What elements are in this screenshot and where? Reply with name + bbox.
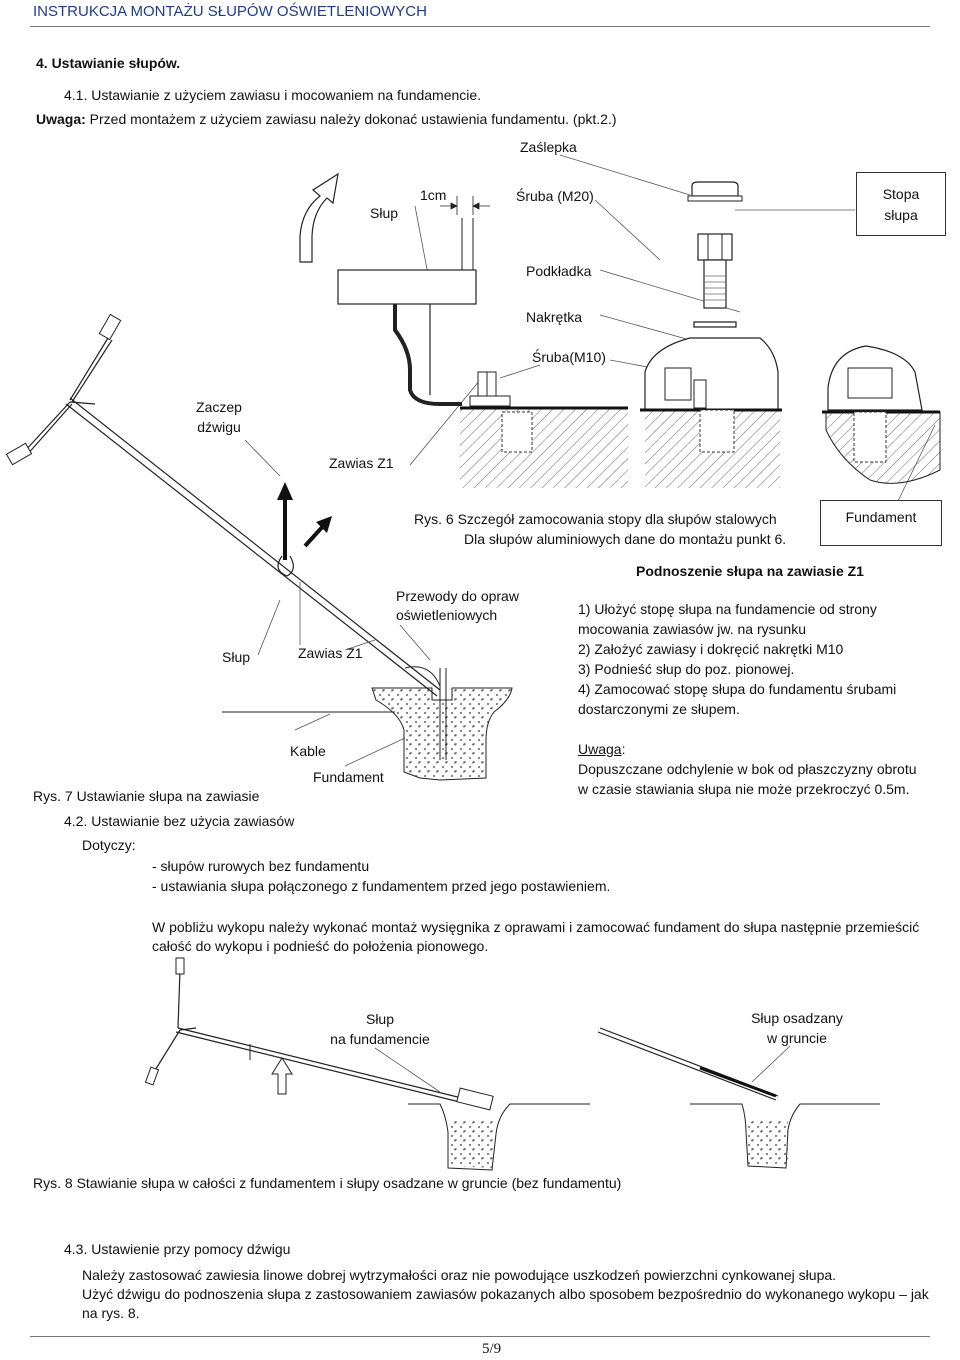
lifting-note-line: w czasie stawiania słupa nie może przekr… xyxy=(578,781,910,797)
label-slup-fig7: Słup xyxy=(222,649,251,665)
note-label: Uwaga: xyxy=(36,111,86,127)
figure-6-caption: Rys. 6 Szczegół zamocowania stopy dla sł… xyxy=(414,511,777,527)
label-sruba-m10: Śruba(M10) xyxy=(532,349,606,365)
label-zawias-fig6: Zawias Z1 xyxy=(329,455,394,471)
lifting-step: 2) Założyć zawiasy i dokręcić nakrętki M… xyxy=(578,641,844,657)
section-4-2-dotyczy: Dotyczy: xyxy=(82,837,136,853)
section-4-1-title: 4.1. Ustawianie z użyciem zawiasu i moco… xyxy=(64,87,482,103)
figure-7-caption: Rys. 7 Ustawianie słupa na zawiasie xyxy=(33,788,260,804)
section-4-3-line: na rys. 8. xyxy=(82,1305,140,1321)
section-4-1-note: Uwaga: Przed montażem z użyciem zawiasu … xyxy=(36,110,617,128)
label-oswietleniowych: oświetleniowych xyxy=(396,607,498,623)
section-4-3-title: 4.3. Ustawienie przy pomocy dźwigu xyxy=(64,1241,291,1257)
label-nakretka: Nakrętka xyxy=(526,309,583,325)
label-fundament-fig7: Fundament xyxy=(313,769,384,785)
section-4-2-title: 4.2. Ustawianie bez użycia zawiasów xyxy=(64,813,295,829)
label-zawias-fig7: Zawias Z1 xyxy=(298,645,363,661)
lifting-step: mocowania zawiasów jw. na rysunku xyxy=(578,621,806,637)
lifting-step: 3) Podnieść słup do poz. pionowej. xyxy=(578,661,795,677)
section-4-2-paragraph: W pobliżu wykopu należy wykonać montaż w… xyxy=(152,919,920,935)
figure-6-caption-2: Dla słupów aluminiowych dane do montażu … xyxy=(464,531,787,547)
lifting-title: Podnoszenie słupa na zawiasie Z1 xyxy=(636,563,864,579)
document-header-title: INSTRUKCJA MONTAŻU SŁUPÓW OŚWIETLENIOWYC… xyxy=(33,3,427,20)
label-slup-osadzany: Słup osadzany xyxy=(751,1010,843,1026)
section-4-3-line: Należy zastosować zawiesia linowe dobrej… xyxy=(82,1267,837,1283)
label-zaslepka: Zaślepka xyxy=(520,139,577,155)
note-label-underlined: Uwaga xyxy=(578,741,622,757)
note-text: Przed montażem z użyciem zawiasu należy … xyxy=(85,111,617,127)
label-podkladka: Podkładka xyxy=(526,263,592,279)
header-rule xyxy=(30,26,930,27)
label-slup-fig6: Słup xyxy=(370,205,399,221)
section-4-2-paragraph-2: całość do wykopu i podnieść do położenia… xyxy=(152,938,489,954)
section-4-2-item: - ustawiania słupa połączonego z fundame… xyxy=(152,878,611,894)
lifting-step: 1) Ułożyć stopę słupa na fundamencie od … xyxy=(578,601,877,617)
label-box-stopa-slupa: Stopa słupa xyxy=(856,172,946,236)
label-kable: Kable xyxy=(290,743,326,759)
figure-8-caption: Rys. 8 Stawianie słupa w całości z funda… xyxy=(33,1175,622,1191)
section-4-title: 4. Ustawianie słupów. xyxy=(36,55,181,71)
label-w-gruncie: w gruncie xyxy=(767,1030,827,1046)
label-przewody: Przewody do opraw xyxy=(396,588,519,604)
note-colon: : xyxy=(621,741,626,757)
section-4-2-item: - słupów rurowych bez fundamentu xyxy=(152,858,370,874)
label-na-fundamencie: na fundamencie xyxy=(330,1031,430,1047)
lifting-step: dostarczonymi ze słupem. xyxy=(578,701,740,717)
label-stopa: Stopa xyxy=(882,186,920,202)
footer-rule xyxy=(30,1336,930,1337)
page-number: 5/9 xyxy=(482,1341,502,1357)
lifting-step: 4) Zamocować stopę słupa do fundamentu ś… xyxy=(578,681,897,697)
label-box-fundament: Fundament xyxy=(820,500,942,546)
section-4-3-line: Użyć dźwigu do podnoszenia słupa z zasto… xyxy=(82,1286,929,1302)
label-zaczep: Zaczep xyxy=(196,399,242,415)
label-fundament-fig6: Fundament xyxy=(845,509,917,525)
label-sruba-m20: Śruba (M20) xyxy=(516,188,594,204)
label-slupa: słupa xyxy=(884,207,918,223)
label-slup-fig8: Słup xyxy=(365,1011,395,1027)
label-1cm: 1cm xyxy=(420,187,447,203)
lifting-note-label: Uwaga: xyxy=(578,740,625,758)
lifting-note-line: Dopuszczane odchylenie w bok od płaszczy… xyxy=(578,761,917,777)
label-dzwigu: dźwigu xyxy=(197,419,241,435)
